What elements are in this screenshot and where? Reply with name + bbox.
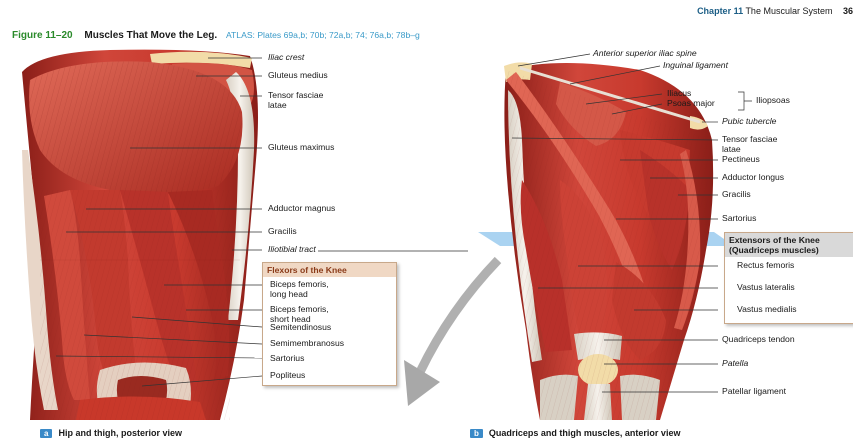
label-semimembranosus: Semimembranosus: [270, 339, 344, 349]
label-biceps-femoris-long-head: Biceps femoris, long head: [270, 280, 329, 299]
label-adductor-magnus: Adductor magnus: [268, 204, 335, 214]
label-iliotibial-tract: Iliotibial tract: [268, 245, 316, 255]
label-tensor-fasciae-latae: Tensor fasciae latae: [268, 91, 323, 110]
label-inguinal-ligament: Inguinal ligament: [663, 61, 728, 71]
extensors-box-title: Extensors of the Knee (Quadriceps muscle…: [725, 233, 853, 257]
iliotibial-leader-extension: [318, 250, 468, 254]
label-iliopsoas: Iliopsoas: [756, 96, 790, 106]
label-semitendinosus: Semitendinosus: [270, 323, 331, 333]
label-tensor-fasciae-latae-anterior: Tensor fasciae latae: [722, 135, 777, 154]
label-psoas-major: Psoas major: [667, 99, 715, 109]
caption-a-tag: a: [40, 429, 52, 438]
label-gluteus-medius: Gluteus medius: [268, 71, 328, 81]
label-sartorius-anterior: Sartorius: [722, 214, 756, 224]
caption-b-tag: b: [470, 429, 483, 438]
label-popliteus: Popliteus: [270, 371, 305, 381]
section-arrow-shaft: [420, 260, 498, 372]
label-patellar-ligament: Patellar ligament: [722, 387, 786, 397]
caption-a: a Hip and thigh, posterior view: [40, 428, 182, 438]
posterior-thigh-figure: [22, 50, 258, 420]
label-quadriceps-tendon: Quadriceps tendon: [722, 335, 795, 345]
caption-b-text: Quadriceps and thigh muscles, anterior v…: [489, 428, 681, 438]
label-pectineus: Pectineus: [722, 155, 760, 165]
flexors-box-title: Flexors of the Knee: [263, 263, 396, 277]
label-patella: Patella: [722, 359, 748, 369]
label-vastus-lateralis: Vastus lateralis: [737, 283, 795, 293]
caption-b: b Quadriceps and thigh muscles, anterior …: [470, 428, 680, 438]
caption-a-text: Hip and thigh, posterior view: [58, 428, 182, 438]
label-gracilis: Gracilis: [268, 227, 297, 237]
label-pubic-tubercle: Pubic tubercle: [722, 117, 776, 127]
label-gracilis-anterior: Gracilis: [722, 190, 751, 200]
anterior-thigh-figure: [504, 62, 713, 420]
label-adductor-longus: Adductor longus: [722, 173, 784, 183]
label-sartorius-posterior: Sartorius: [270, 354, 304, 364]
label-anterior-superior-iliac-spine: Anterior superior iliac spine: [593, 49, 697, 59]
label-vastus-medialis: Vastus medialis: [737, 305, 797, 315]
label-iliac-crest: Iliac crest: [268, 53, 304, 63]
label-gluteus-maximus: Gluteus maximus: [268, 143, 334, 153]
label-rectus-femoris: Rectus femoris: [737, 261, 794, 271]
